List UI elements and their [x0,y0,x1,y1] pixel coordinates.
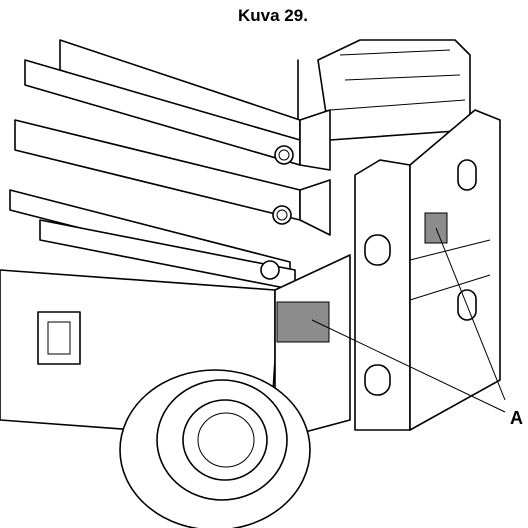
figure-title: Kuva 29. [238,6,308,25]
callout-label-a: A [510,408,523,428]
leader-line-left [311,319,506,413]
right-frame [354,109,501,431]
upper-arm [24,39,331,171]
leader-line-right [435,227,506,401]
pad-left [276,301,330,343]
wheel [119,369,311,528]
middle-arm [14,119,331,236]
lower-arm [9,189,296,291]
